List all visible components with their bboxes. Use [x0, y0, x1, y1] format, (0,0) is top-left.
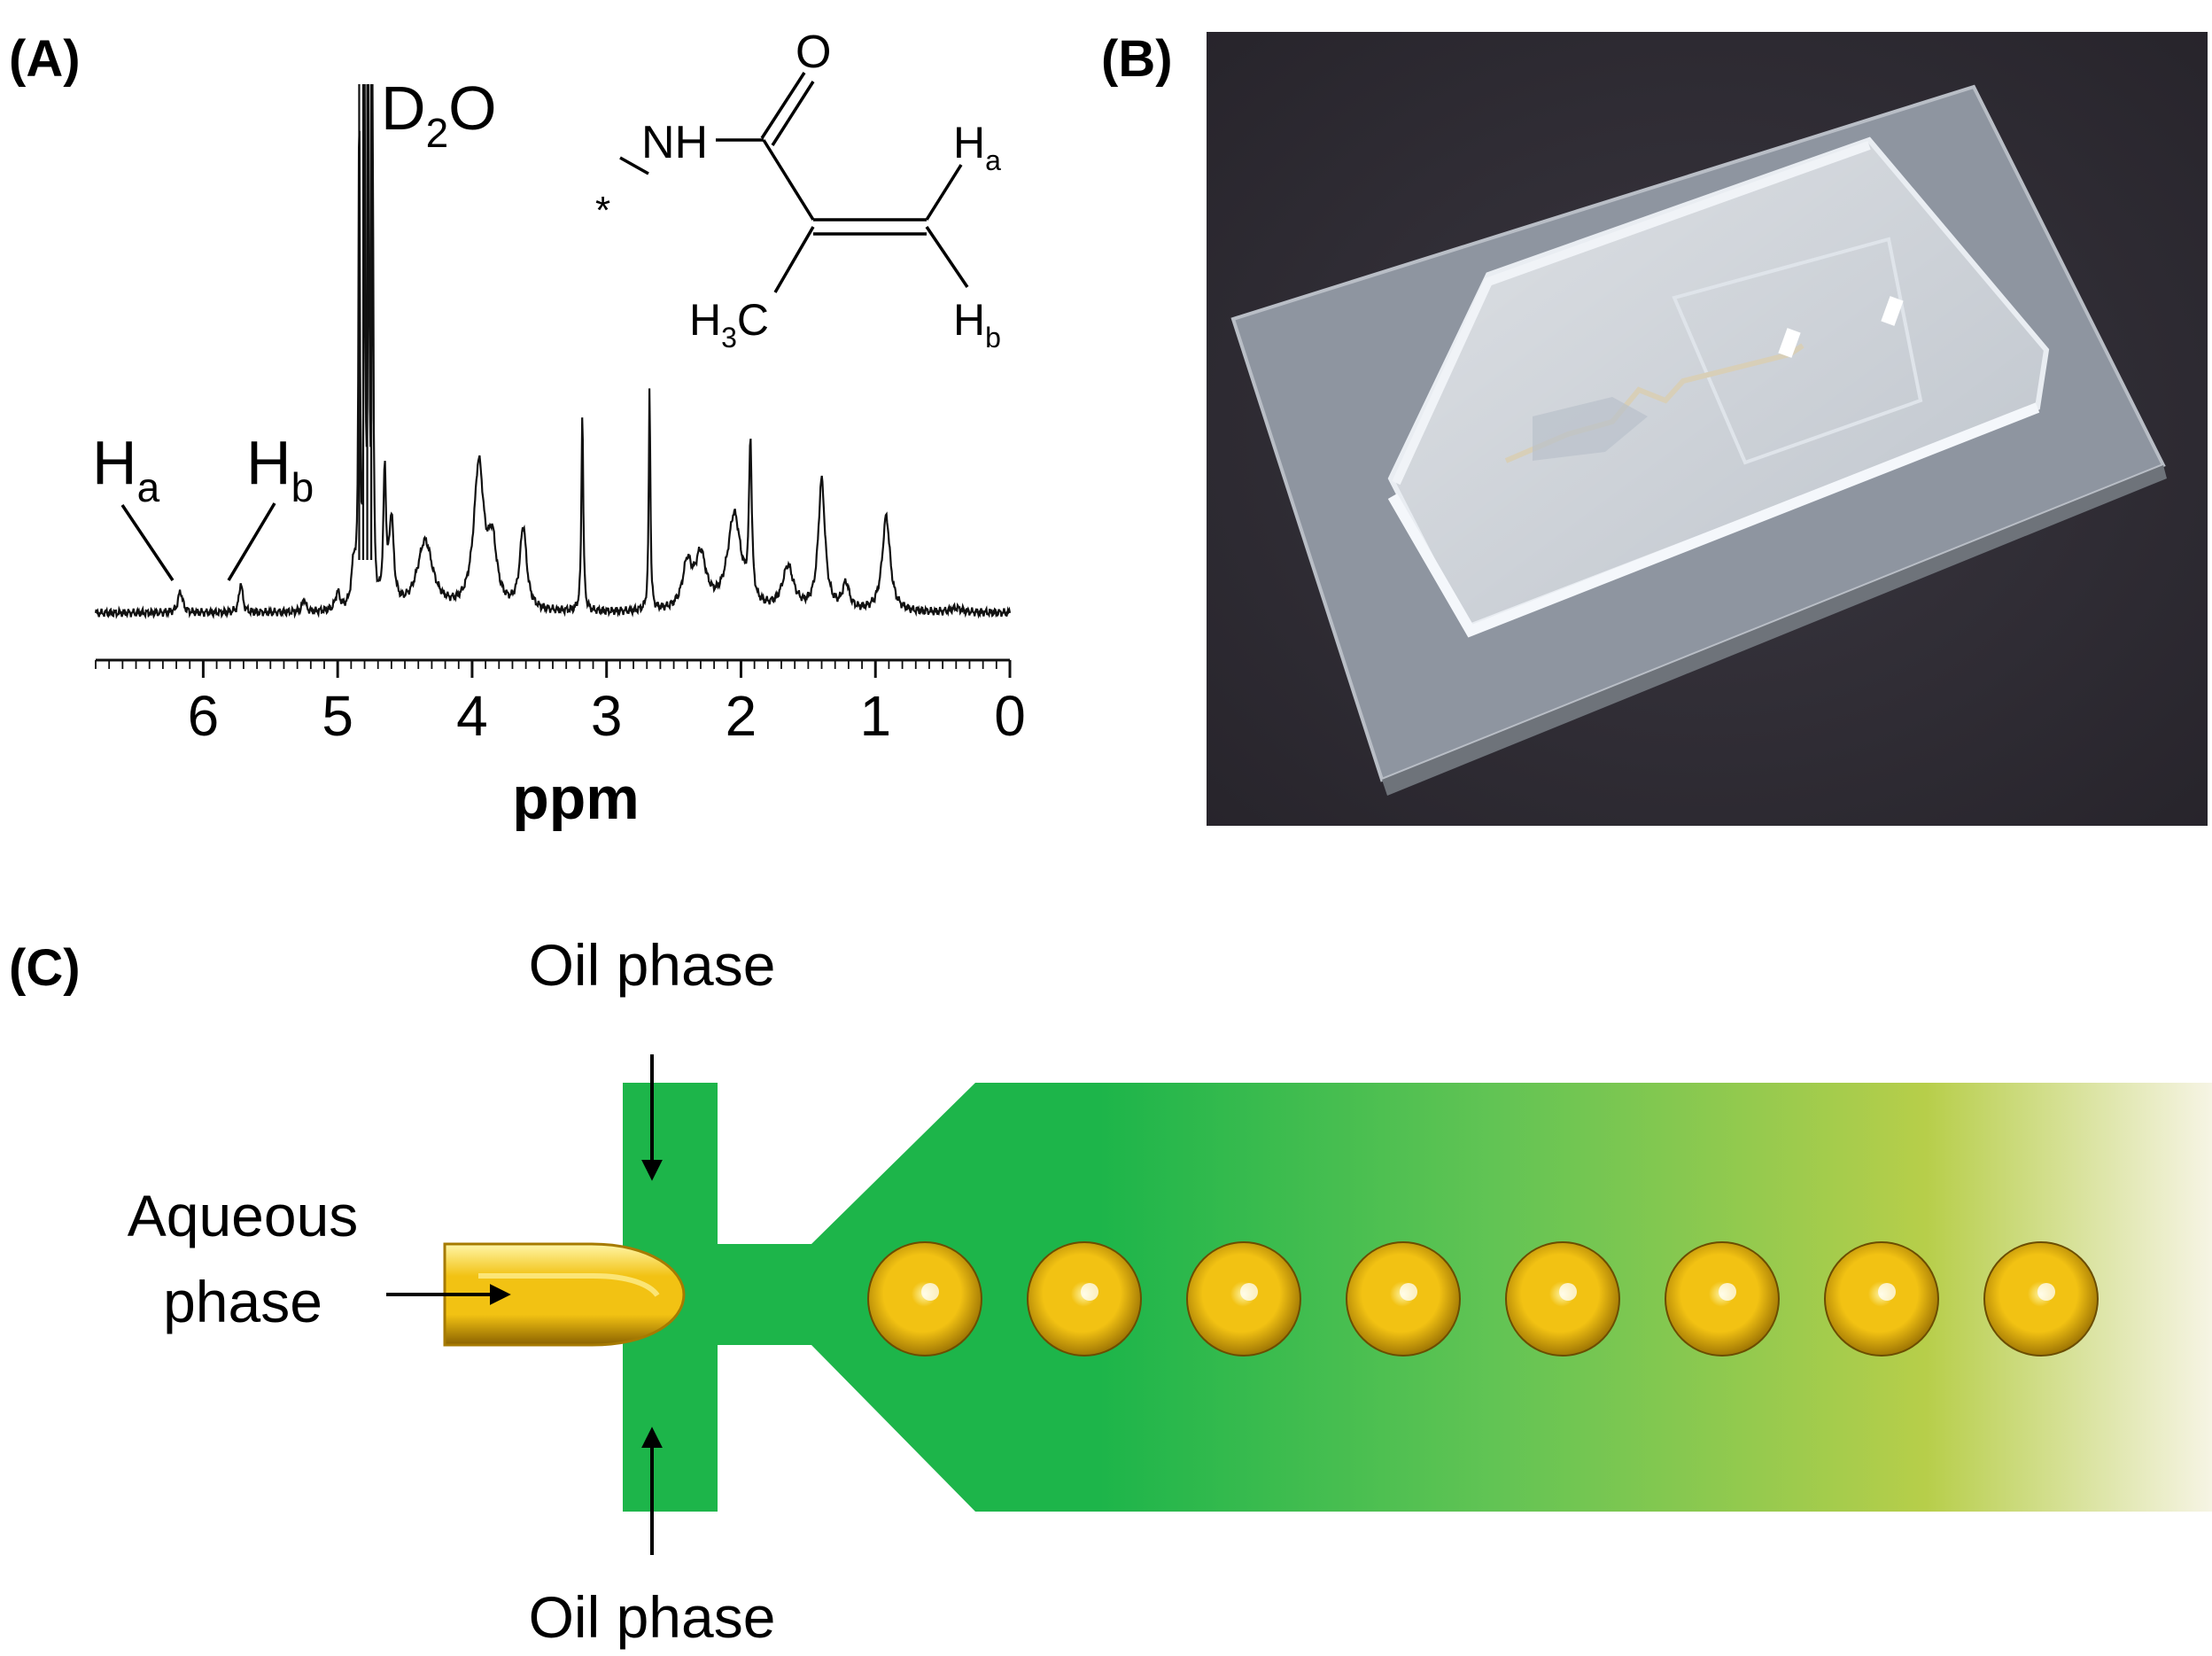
- tick-label: 3: [591, 684, 623, 748]
- tick-label: 5: [322, 684, 353, 748]
- droplet-highlight: [1081, 1283, 1098, 1301]
- tick-label: 6: [188, 684, 220, 748]
- droplet-highlight: [1559, 1283, 1577, 1301]
- svg-text:Ha: Ha: [92, 428, 160, 510]
- ch3-label-tail: C: [737, 295, 769, 345]
- chemical-structure-labels: * NH O H3C Ha Hb: [595, 27, 1001, 354]
- droplet-train: [867, 1241, 2099, 1357]
- panel-b-label: (B): [1101, 30, 1173, 88]
- chemical-structure: [619, 72, 969, 293]
- struct-hb-base: H: [953, 295, 985, 345]
- oil-phase-top-label: Oil phase: [529, 932, 776, 998]
- chip-inner-window: [1672, 237, 1923, 465]
- x-axis-ticks: [95, 660, 1012, 678]
- oil-phase-bottom-label: Oil phase: [529, 1584, 776, 1650]
- chip-edge-highlight: [1387, 402, 2040, 638]
- annotation-hb: Hb: [227, 428, 314, 581]
- droplet-highlight: [1878, 1283, 1896, 1301]
- aqueous-phase-label-line2: phase: [163, 1269, 322, 1334]
- nh-label: NH: [641, 117, 708, 168]
- tick-label: 1: [859, 684, 891, 748]
- aqueous-phase-label-line1: Aqueous: [128, 1183, 359, 1248]
- droplet-highlight: [921, 1283, 939, 1301]
- tick-label: 0: [994, 684, 1026, 748]
- droplet-highlight: [1400, 1283, 1417, 1301]
- carbonyl-o-label: O: [796, 27, 831, 78]
- ch3-label-base: H: [689, 295, 721, 345]
- annotation-ha: Ha: [92, 428, 175, 581]
- panel-c-droplet-schematic: (C) Oil phase Oil phase Aqueous phase: [9, 932, 2212, 1650]
- droplet-highlight: [1240, 1283, 1258, 1301]
- struct-hb-sub: b: [985, 322, 1001, 354]
- attachment-star: *: [595, 189, 610, 232]
- ch3-label-sub: 3: [721, 322, 737, 354]
- ha-label-sub: a: [137, 464, 160, 510]
- x-axis-label: ppm: [512, 765, 640, 832]
- droplet-highlight: [2037, 1283, 2055, 1301]
- struct-ha-sub: a: [985, 144, 1001, 176]
- aqueous-plug: [443, 1242, 686, 1347]
- x-axis-tick-labels: 6 5 4 3 2 1 0: [188, 684, 1026, 748]
- panel-c-label: (C): [9, 939, 81, 997]
- d2o-label-base: D: [381, 74, 426, 143]
- annotation-d2o: D2O: [381, 74, 497, 156]
- hb-label-sub: b: [291, 464, 314, 510]
- ha-label-base: H: [92, 428, 137, 497]
- tick-label: 2: [726, 684, 757, 748]
- droplet-highlight: [1719, 1283, 1736, 1301]
- d2o-label-tail: O: [448, 74, 496, 143]
- svg-text:Ha: Ha: [953, 118, 1001, 176]
- svg-text:Hb: Hb: [953, 295, 1001, 354]
- panel-b-chip-photo: (B): [1101, 30, 2208, 826]
- d2o-label-sub: 2: [426, 110, 449, 156]
- svg-text:H3C: H3C: [689, 295, 769, 354]
- svg-text:D2O: D2O: [381, 74, 497, 156]
- panel-a-label: (A): [9, 30, 81, 88]
- nmr-spectrum-trace: [94, 83, 1012, 620]
- tick-label: 4: [456, 684, 488, 748]
- hb-label-base: H: [246, 428, 291, 497]
- svg-text:Hb: Hb: [246, 428, 314, 510]
- struct-ha-base: H: [953, 118, 985, 167]
